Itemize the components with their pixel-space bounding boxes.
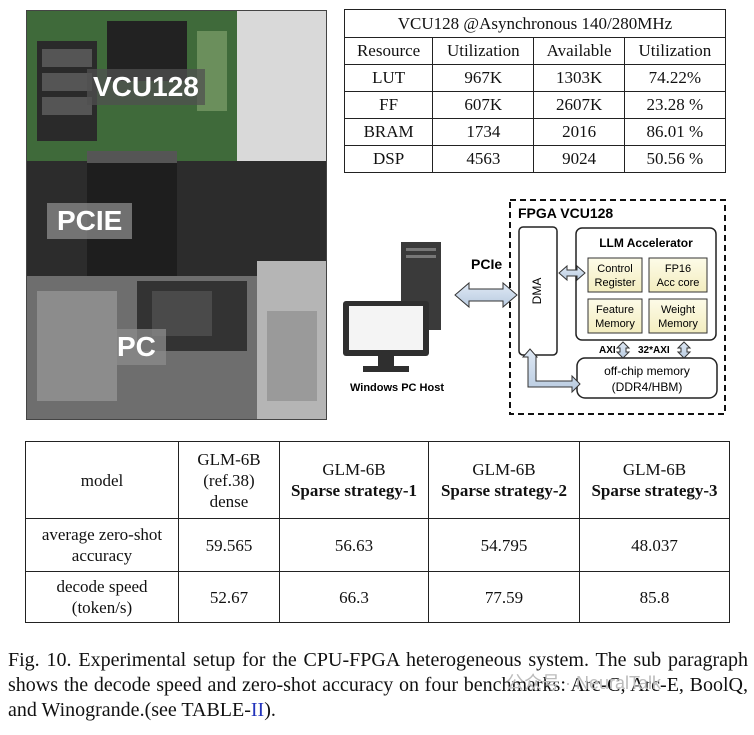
setup-photo: VCU128 PCIE PC xyxy=(26,10,327,420)
feature-memory-block xyxy=(587,298,643,334)
pc-host-icon xyxy=(343,242,441,372)
accelerator-title: LLM Accelerator xyxy=(599,236,693,250)
column-header-sparse-3: GLM-6B Sparse strategy-3 xyxy=(579,441,730,519)
photo-label-pc: PC xyxy=(107,329,166,365)
table-caption: VCU128 @Asynchronous 140/280MHz xyxy=(344,9,726,38)
header-cell: Utilization xyxy=(432,37,535,65)
table-cell: LUT xyxy=(343,64,434,92)
row-label: decode speed (token/s) xyxy=(25,571,179,623)
dma-memory-arrow xyxy=(521,348,581,394)
column-header-line: dense xyxy=(209,491,249,511)
weight-memory-label-1: Weight xyxy=(661,304,695,316)
feature-memory-label-1: Feature xyxy=(596,304,634,316)
header-cell: Available xyxy=(533,37,625,65)
table-row: DSP 4563 9024 50.56 % xyxy=(343,145,727,173)
caption-text: Fig. 10. Experimental setup for the CPU-… xyxy=(8,649,748,721)
axi32-arrow xyxy=(676,341,692,359)
table-cell: 59.565 xyxy=(178,518,280,572)
header-cell: Utilization xyxy=(623,37,727,65)
table-cell: DSP xyxy=(343,145,434,173)
photo-label-pcie: PCIE xyxy=(47,203,133,239)
dma-accel-arrow xyxy=(558,264,586,282)
table-cell: 4563 xyxy=(432,145,535,173)
table-cell: 56.63 xyxy=(279,518,429,572)
table-row: LUT 967K 1303K 74.22% xyxy=(343,64,727,92)
table-cell: 967K xyxy=(432,64,535,92)
table-cell: 74.22% xyxy=(623,64,727,92)
table-cell: 77.59 xyxy=(428,571,580,623)
axi-arrow xyxy=(615,341,631,359)
weight-memory-block xyxy=(648,298,708,334)
table-cell: 9024 xyxy=(533,145,625,173)
row-label-line: decode speed xyxy=(56,577,148,596)
fp16-label-1: FP16 xyxy=(665,263,691,275)
table-cell: 48.037 xyxy=(579,518,730,572)
table-cell: BRAM xyxy=(343,118,434,146)
table-cell: FF xyxy=(343,91,434,119)
results-table: model GLM-6B (ref.38) dense GLM-6B Spars… xyxy=(25,441,730,623)
utilization-table: VCU128 @Asynchronous 140/280MHz Resource… xyxy=(343,9,727,173)
table-cell: 2016 xyxy=(533,118,625,146)
pcie-arrow xyxy=(454,281,518,309)
row-label-line: accuracy xyxy=(71,546,133,565)
model-header: model xyxy=(25,441,179,519)
column-header-line: GLM-6B xyxy=(197,449,261,469)
fpga-boundary xyxy=(509,199,726,415)
photo-label-vcu128: VCU128 xyxy=(87,69,205,105)
fp16-label-2: Acc core xyxy=(657,277,700,289)
fp16-acc-core-block xyxy=(648,257,708,293)
table-row: decode speed (token/s) 52.67 66.3 77.59 … xyxy=(25,571,730,623)
control-register-label-1: Control xyxy=(597,263,632,275)
table-cell: 86.01 % xyxy=(623,118,727,146)
row-label-line: (token/s) xyxy=(71,598,133,617)
axi32-label: 32*AXI xyxy=(638,345,670,356)
table-row: FF 607K 2607K 23.28 % xyxy=(343,91,727,119)
table-cell: 607K xyxy=(432,91,535,119)
table-cell: 52.67 xyxy=(178,571,280,623)
dma-label: DMA xyxy=(530,278,544,305)
header-cell: Resource xyxy=(343,37,434,65)
off-chip-memory-label-1: off-chip memory xyxy=(604,364,690,378)
table-cell: 85.8 xyxy=(579,571,730,623)
weight-memory-label-2: Memory xyxy=(658,318,698,330)
table-cell: 54.795 xyxy=(428,518,580,572)
row-label: average zero-shot accuracy xyxy=(25,518,179,572)
control-register-block xyxy=(587,257,643,293)
table-reference-link[interactable]: II xyxy=(250,699,265,721)
table-cell: 23.28 % xyxy=(623,91,727,119)
dma-block xyxy=(518,226,558,356)
table-header-row: Resource Utilization Available Utilizati… xyxy=(343,37,727,65)
table-cell: 1734 xyxy=(432,118,535,146)
control-register-label-2: Register xyxy=(595,277,636,289)
column-header-line: (ref.38) xyxy=(203,470,255,490)
table-row: average zero-shot accuracy 59.565 56.63 … xyxy=(25,518,730,572)
figure-caption: Fig. 10. Experimental setup for the CPU-… xyxy=(8,648,748,723)
column-header-sparse-1: GLM-6B Sparse strategy-1 xyxy=(279,441,429,519)
axi-label: AXI xyxy=(599,345,616,356)
table-cell: 50.56 % xyxy=(623,145,727,173)
table-cell: 1303K xyxy=(533,64,625,92)
column-header-line: GLM-6B xyxy=(622,460,687,479)
column-header-sparse-2: GLM-6B Sparse strategy-2 xyxy=(428,441,580,519)
column-header-line: GLM-6B xyxy=(322,460,386,479)
watermark: 公众号 · NeuralTalk xyxy=(506,673,662,693)
column-header-line-bold: Sparse strategy-2 xyxy=(440,481,568,500)
table-header-row: model GLM-6B (ref.38) dense GLM-6B Spars… xyxy=(25,441,730,519)
column-header-line-bold: Sparse strategy-3 xyxy=(591,481,718,500)
row-label-line: average zero-shot xyxy=(41,525,163,544)
table-cell: 2607K xyxy=(533,91,625,119)
column-header-line-bold: Sparse strategy-1 xyxy=(290,481,418,500)
table-row: BRAM 1734 2016 86.01 % xyxy=(343,118,727,146)
pcie-label: PCIe xyxy=(471,256,502,272)
host-label: Windows PC Host xyxy=(350,382,444,394)
fpga-title: FPGA VCU128 xyxy=(518,205,613,221)
off-chip-memory-label-2: (DDR4/HBM) xyxy=(612,380,683,394)
column-header-dense: GLM-6B (ref.38) dense xyxy=(178,441,280,519)
feature-memory-label-2: Memory xyxy=(595,318,635,330)
off-chip-memory-block xyxy=(576,357,718,399)
caption-tail: ). xyxy=(264,699,276,721)
table-cell: 66.3 xyxy=(279,571,429,623)
column-header-line: GLM-6B xyxy=(472,460,536,479)
architecture-diagram: FPGA VCU128 DMA LLM Accelerator Control … xyxy=(343,199,726,415)
